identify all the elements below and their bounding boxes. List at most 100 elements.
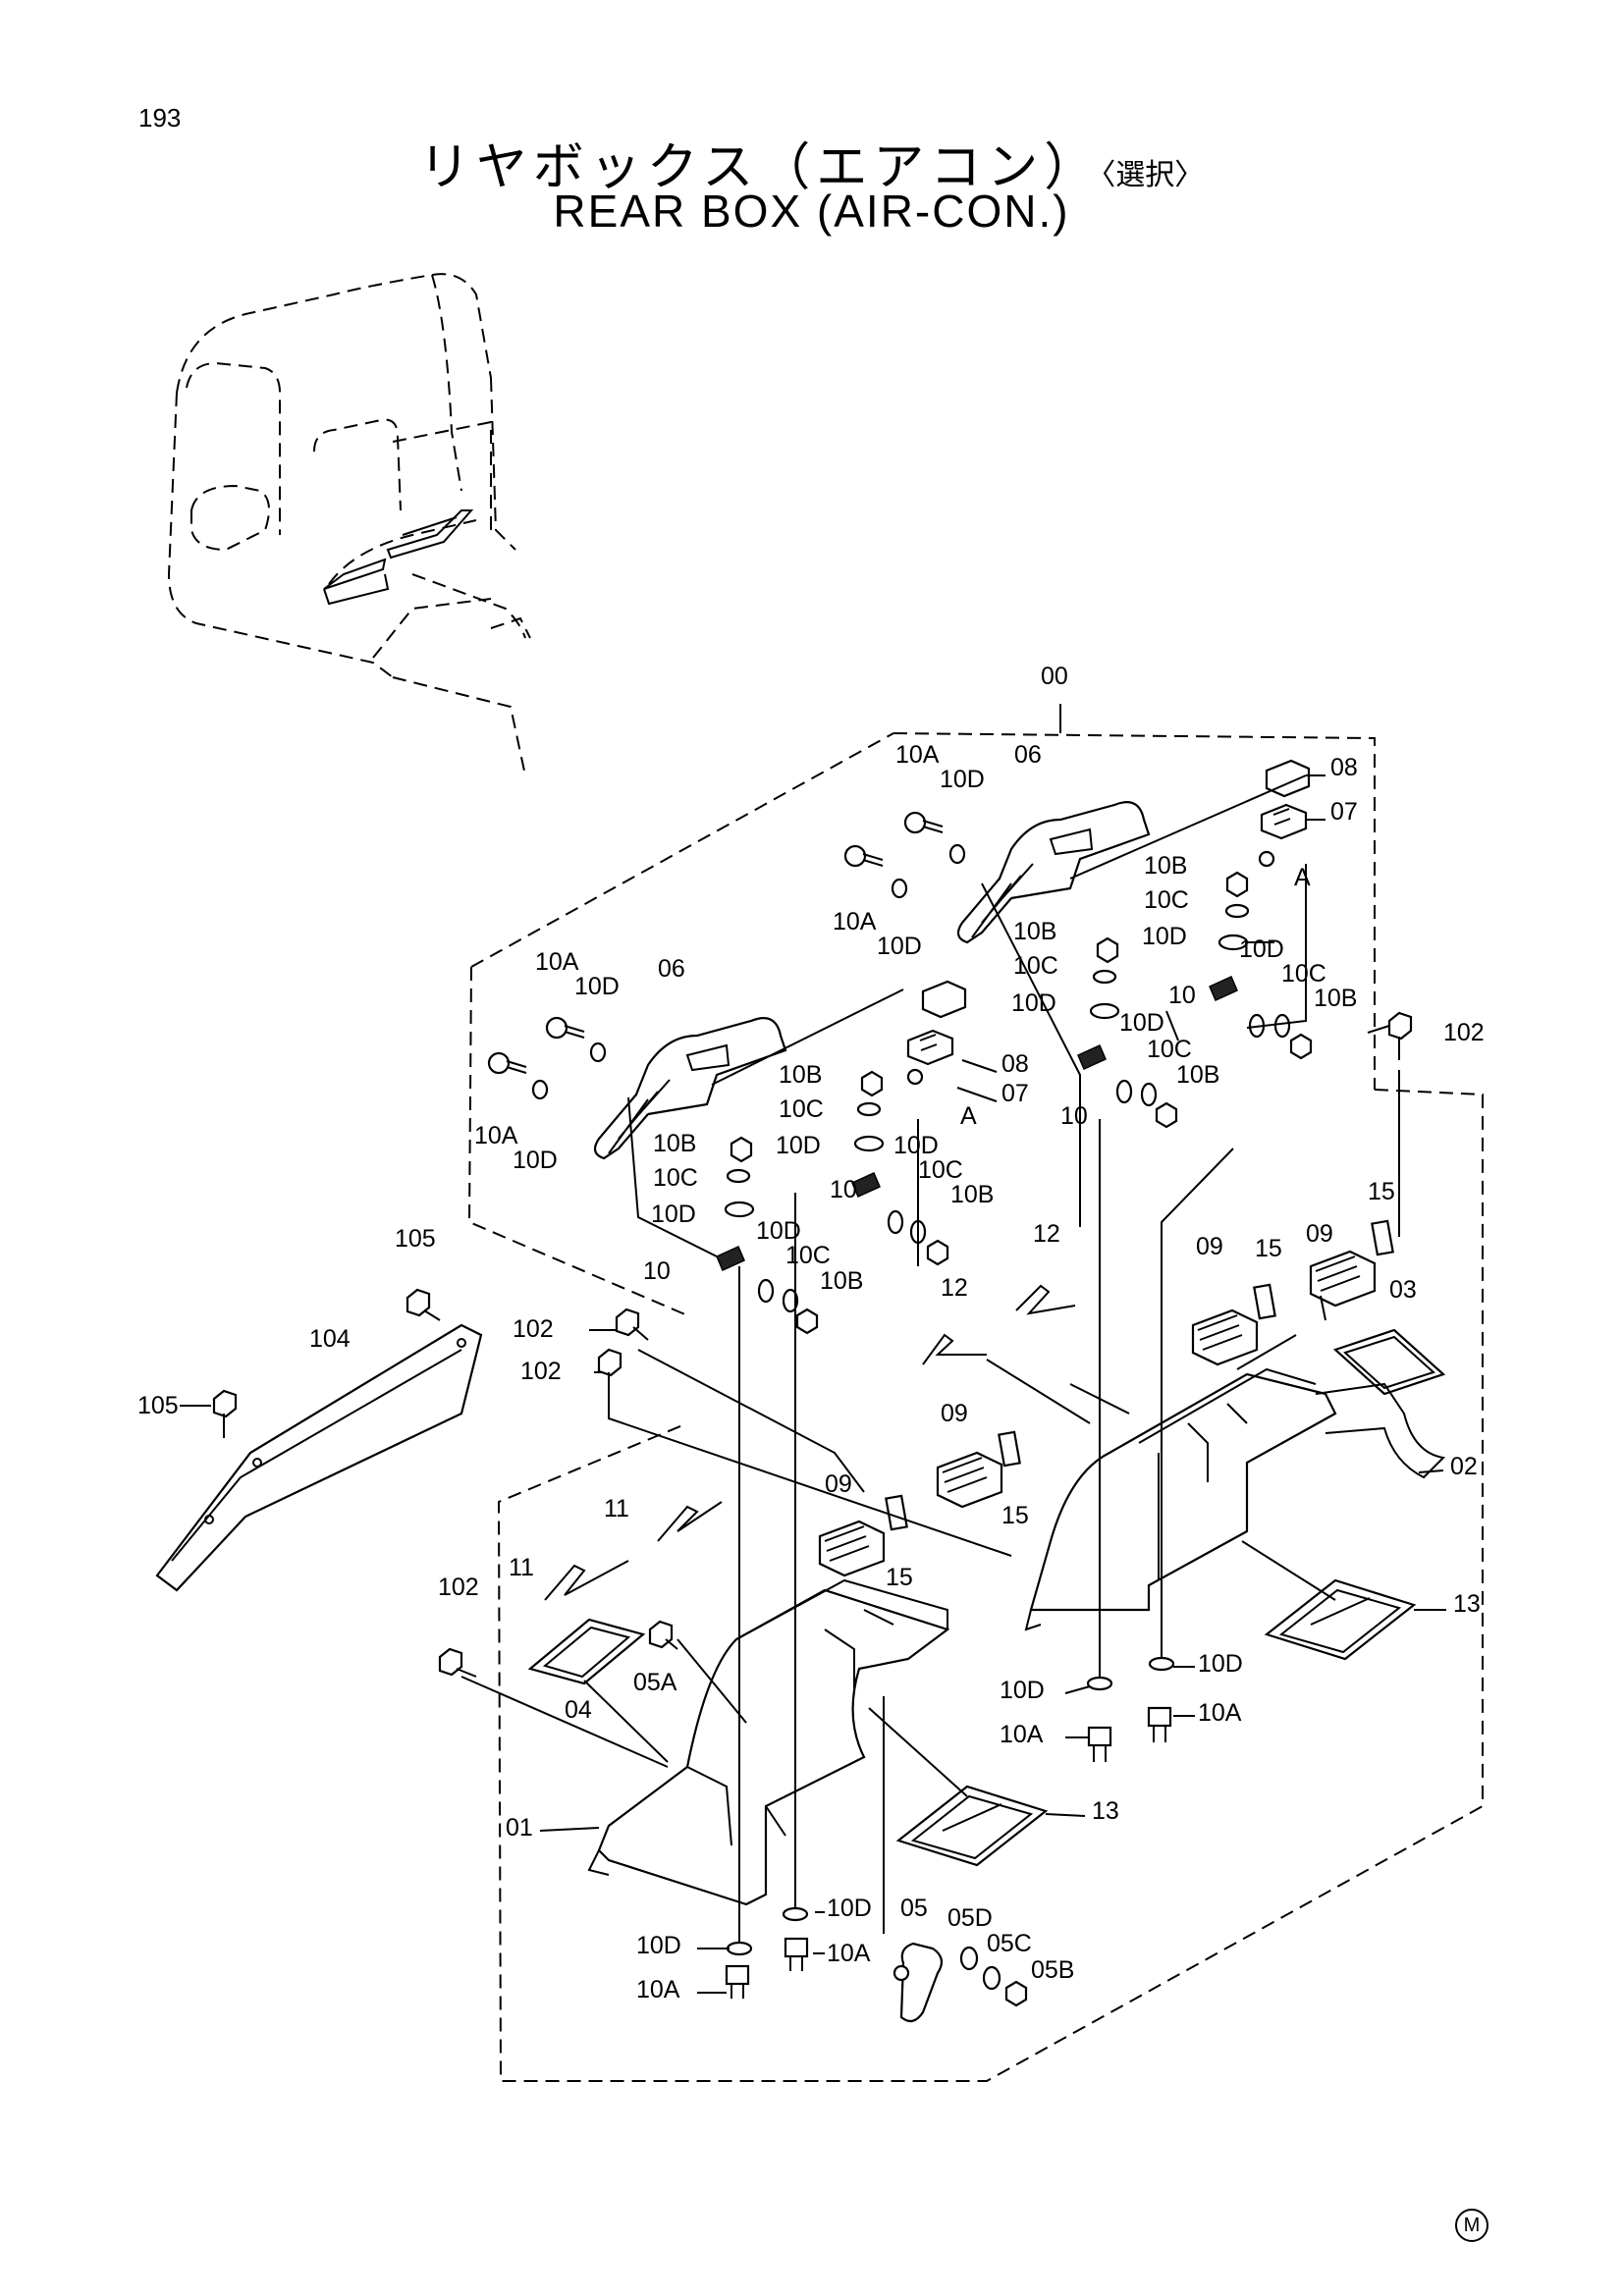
label-07-l: 07 <box>1001 1080 1029 1107</box>
nuts-10B-washers-10C <box>726 871 1313 2007</box>
leader-lines <box>460 774 1400 1944</box>
label-08-r: 08 <box>1330 754 1358 781</box>
label-07-r: 07 <box>1330 798 1358 826</box>
label-10C-r1: 10C <box>1144 886 1189 914</box>
label-10D-l2: 10D <box>776 1132 821 1159</box>
label-A-r: A <box>1294 864 1311 891</box>
label-10A-r1: 10A <box>895 741 940 769</box>
label-08-l: 08 <box>1001 1050 1029 1078</box>
bracket-06-right <box>956 801 1151 944</box>
base-02 <box>1024 1367 1446 1631</box>
title-japanese-suffix: 〈選択〉 <box>1101 159 1205 191</box>
label-10C-l4: 10C <box>785 1242 831 1269</box>
title-japanese: リヤボックス（エアコン）〈選択〉 <box>0 126 1623 199</box>
cover-04 <box>527 1618 646 1685</box>
cover-03 <box>1332 1328 1446 1396</box>
assembly-boundary <box>467 704 1484 2082</box>
label-10B-l2: 10B <box>950 1181 994 1208</box>
label-12-a: 12 <box>1033 1220 1060 1248</box>
bolts-10A <box>487 811 1172 1999</box>
label-13-b: 13 <box>1092 1797 1119 1825</box>
fitting-05 <box>893 1942 944 2023</box>
label-05: 05 <box>900 1895 928 1922</box>
label-00: 00 <box>1041 663 1068 690</box>
label-02: 02 <box>1450 1453 1478 1480</box>
label-06-l: 06 <box>658 955 685 983</box>
cover-104 <box>155 1323 483 1592</box>
label-102-c: 102 <box>438 1574 479 1601</box>
label-10B-r1: 10B <box>1144 852 1187 880</box>
label-05D: 05D <box>947 1904 993 1932</box>
label-10C-l2: 10C <box>918 1156 963 1184</box>
label-01: 01 <box>506 1814 533 1842</box>
label-10D-l1: 10D <box>574 973 620 1000</box>
label-10D-b3: 10D <box>827 1895 872 1922</box>
label-ticks <box>180 774 1446 1994</box>
label-03: 03 <box>1389 1276 1417 1304</box>
label-10B-l1: 10B <box>779 1061 822 1089</box>
label-10A-b3: 10A <box>827 1940 871 1967</box>
label-105-top: 105 <box>395 1225 436 1253</box>
bolts-102 <box>438 1011 1413 1678</box>
label-09-c: 09 <box>941 1400 968 1427</box>
label-104: 104 <box>309 1325 351 1353</box>
label-10D-l5: 10D <box>651 1201 696 1228</box>
label-10A-r2: 10A <box>833 908 877 935</box>
label-10D-b1: 10D <box>1198 1650 1243 1678</box>
label-10C-l1: 10C <box>779 1095 824 1123</box>
seals-13 <box>895 1578 1417 1867</box>
label-05A: 05A <box>633 1669 677 1696</box>
clips-15 <box>885 1219 1394 1531</box>
label-10B-r4: 10B <box>1176 1061 1219 1089</box>
label-15-a: 15 <box>1368 1178 1395 1205</box>
label-10B-l3: 10B <box>653 1130 696 1157</box>
label-10D-l6: 10D <box>756 1217 801 1245</box>
label-10-r2: 10 <box>1060 1102 1088 1130</box>
label-05B: 05B <box>1031 1956 1074 1984</box>
label-13-a: 13 <box>1453 1590 1481 1618</box>
label-11-a: 11 <box>604 1495 629 1522</box>
label-10B-l4: 10B <box>820 1267 863 1295</box>
label-10-l1: 10 <box>830 1176 857 1203</box>
label-15-d: 15 <box>886 1564 913 1591</box>
washers-10D <box>531 843 1266 1971</box>
label-105-left: 105 <box>137 1392 179 1419</box>
label-09-d: 09 <box>825 1470 852 1498</box>
label-10-r1: 10 <box>1168 982 1196 1009</box>
label-10C-r4: 10C <box>1147 1036 1192 1063</box>
label-A-l: A <box>960 1102 977 1130</box>
label-10D-r4: 10D <box>877 933 922 960</box>
label-10D-b4: 10D <box>636 1932 681 1959</box>
label-09-b: 09 <box>1196 1233 1223 1260</box>
corner-mark: M <box>1455 2209 1488 2242</box>
title-english: REAR BOX (AIR-CON.) <box>553 186 1070 237</box>
label-10C-l3: 10C <box>653 1164 698 1192</box>
callout-labels: 00 10A 10D 06 08 07 A 10B 10C 10D 10D 10… <box>137 663 1485 2003</box>
label-12-b: 12 <box>941 1274 968 1302</box>
clips-11-12 <box>544 1284 1076 1601</box>
label-10A-b1: 10A <box>1198 1699 1242 1727</box>
label-10D-b2: 10D <box>1000 1677 1045 1704</box>
bracket-06-left <box>593 1017 787 1160</box>
label-10D-r6: 10D <box>1119 1009 1164 1037</box>
label-05C: 05C <box>987 1930 1032 1957</box>
label-04: 04 <box>565 1696 592 1724</box>
base-01 <box>587 1578 950 1906</box>
label-10A-b2: 10A <box>1000 1721 1044 1748</box>
label-10A-b4: 10A <box>636 1976 680 2003</box>
label-10C-r3: 10C <box>1013 952 1058 980</box>
page-number: 193 <box>138 103 182 133</box>
label-11-b: 11 <box>509 1554 534 1581</box>
clips-07-caps-08 <box>906 759 1311 1086</box>
plates-10 <box>716 976 1238 1271</box>
label-102-b: 102 <box>520 1358 562 1385</box>
label-10D-r2: 10D <box>1142 923 1187 950</box>
label-09-a: 09 <box>1306 1220 1333 1248</box>
label-10B-r2: 10B <box>1314 985 1357 1012</box>
label-10A-l2: 10A <box>474 1122 518 1149</box>
label-15-b: 15 <box>1255 1235 1282 1262</box>
label-15-c: 15 <box>1001 1502 1029 1529</box>
label-10B-r3: 10B <box>1013 918 1056 945</box>
label-10C-r2: 10C <box>1281 960 1326 988</box>
